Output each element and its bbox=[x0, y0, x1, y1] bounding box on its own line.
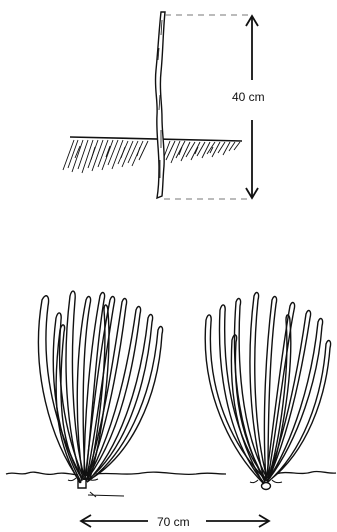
left-tuft bbox=[38, 291, 162, 488]
depth-arrow bbox=[246, 16, 258, 198]
depth-label: 40 cm bbox=[232, 90, 265, 104]
ground-line bbox=[6, 471, 336, 475]
spacing-label: 70 cm bbox=[157, 515, 190, 529]
ground-roots-left bbox=[68, 478, 124, 497]
right-tuft bbox=[205, 293, 330, 490]
soil-hatching bbox=[63, 140, 240, 173]
depth-guide-lines bbox=[164, 15, 252, 199]
top-panel: 40 cm bbox=[63, 12, 265, 199]
soil-surface-line bbox=[70, 137, 242, 141]
bottom-panel: 70 cm bbox=[6, 291, 336, 529]
